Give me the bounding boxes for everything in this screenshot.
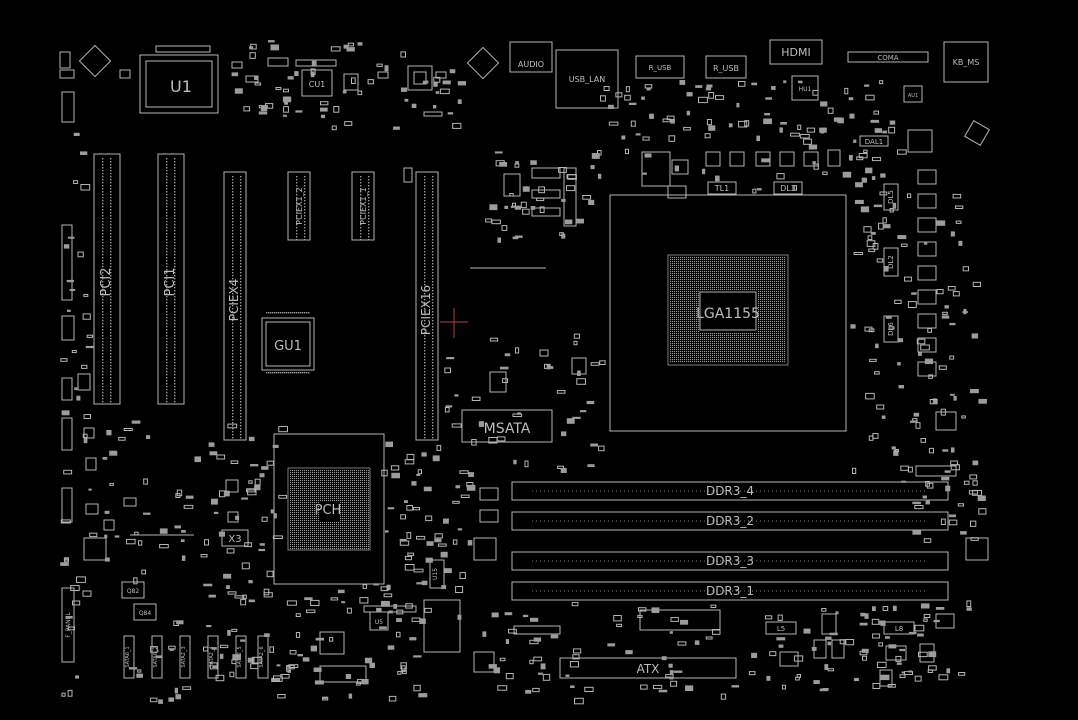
- label-u5: U5: [375, 619, 383, 626]
- chip-q84[interactable]: Q84: [133, 603, 157, 621]
- chip-u1[interactable]: U1: [139, 54, 219, 114]
- label-r-usb-1: R_USB: [649, 64, 672, 72]
- left-edge-parts: F_PANEL Q82 Q84 X3: [61, 91, 249, 663]
- slot-pci2[interactable]: PCI2: [93, 153, 121, 405]
- label-sata-3: SATA2_3: [181, 646, 187, 667]
- chip-cu1[interactable]: CU1: [301, 69, 333, 97]
- cpu-pin-field: [667, 254, 789, 366]
- label-x3: X3: [228, 534, 241, 545]
- slot-pciex16[interactable]: PCIEX16: [415, 171, 439, 441]
- label-dal1: DAL1: [865, 138, 883, 146]
- label-dl5: DL5: [887, 190, 895, 204]
- chipset-pch[interactable]: PCH: [273, 433, 385, 585]
- label-pciex1-2: PCIEX1_2: [295, 187, 304, 224]
- pch-ball-field: [287, 467, 371, 551]
- label-hdmi: HDMI: [781, 46, 810, 59]
- label-group-dl2: DL2: [883, 247, 899, 277]
- label-dl3: DL3: [780, 184, 796, 193]
- label-pciex16: PCIEX16: [419, 285, 433, 335]
- chip-u15[interactable]: U15: [429, 559, 445, 589]
- crosshair-cursor: [440, 308, 468, 338]
- label-kb-ms: KB_MS: [953, 58, 980, 67]
- chip-au1[interactable]: AU1: [903, 85, 923, 103]
- label-pci1: PCI1: [163, 267, 178, 296]
- label-usb-lan: USB_LAN: [569, 75, 606, 84]
- rear-io-area: U1 CU1 AUDIO USB_LAN R_: [59, 39, 990, 153]
- label-atx: ATX: [637, 662, 660, 676]
- label-pciex1-1: PCIEX1_1: [359, 187, 368, 224]
- label-msata: MSATA: [484, 421, 531, 437]
- slot-msata[interactable]: MSATA: [461, 409, 553, 443]
- label-l8: L8: [895, 625, 903, 633]
- label-ddr3-4: DDR3_4: [706, 484, 754, 498]
- expansion-slots: PCI2 PCI1 PCIEX4 PCIEX1_2 PCIEX1_1 PCIEX…: [93, 153, 439, 441]
- label-hu1: HU1: [799, 86, 812, 93]
- center-parts: MSATA: [461, 167, 587, 443]
- header-f-panel[interactable]: F_PANEL: [61, 587, 75, 663]
- slot-pci1[interactable]: PCI1: [157, 153, 185, 405]
- smd-components: [60, 40, 987, 705]
- label-ddr3-1: DDR3_1: [706, 584, 754, 598]
- slot-pciex1-1[interactable]: PCIEX1_1: [351, 171, 375, 241]
- label-cu1: CU1: [309, 80, 326, 89]
- slot-ddr3-3[interactable]: DDR3_3: [511, 551, 949, 571]
- chip-hu1[interactable]: HU1: [791, 75, 819, 101]
- label-coma: COMA: [877, 54, 898, 62]
- label-group-tl1: TL1: [707, 181, 737, 195]
- label-tl1: TL1: [714, 184, 729, 193]
- label-cpu-socket: LGA1155: [696, 306, 760, 322]
- port-sata6-1[interactable]: SATA6_1: [123, 635, 135, 679]
- sata-ports: SATA6_1 SATA6_2 SATA2_3 SATA2_4 SATA2_5 …: [123, 635, 269, 679]
- label-sata-1: SATA6_1: [125, 646, 131, 667]
- slot-pciex4[interactable]: PCIEX4: [223, 171, 247, 441]
- label-group-dal1: DAL1: [859, 135, 889, 147]
- label-ddr3-2: DDR3_2: [706, 514, 754, 528]
- label-au1: AU1: [908, 93, 918, 99]
- slot-ddr3-1[interactable]: DDR3_1: [511, 581, 949, 601]
- port-sata2-3[interactable]: SATA2_3: [179, 635, 191, 679]
- label-pci2: PCI2: [99, 267, 114, 296]
- connector-r-usb-2[interactable]: R_USB: [705, 55, 747, 79]
- bottom-parts: SATA6_1 SATA6_2 SATA2_3 SATA2_4 SATA2_5 …: [123, 559, 955, 687]
- label-pciex4: PCIEX4: [227, 279, 241, 322]
- connector-r-usb-1[interactable]: R_USB: [635, 55, 685, 79]
- connector-hdmi[interactable]: HDMI: [769, 39, 823, 65]
- chip-gu1[interactable]: GU1: [261, 317, 315, 371]
- chip-q82[interactable]: Q82: [121, 581, 145, 599]
- slot-ddr3-2[interactable]: DDR3_2: [511, 511, 949, 531]
- label-q84: Q84: [139, 610, 152, 617]
- label-q82: Q82: [127, 588, 140, 595]
- connector-usb-lan[interactable]: USB_LAN: [555, 49, 619, 109]
- label-l5: L5: [777, 625, 785, 633]
- port-sata2-4[interactable]: SATA2_4: [207, 635, 219, 679]
- connector-audio[interactable]: AUDIO: [509, 41, 553, 73]
- inductor-l5[interactable]: L5: [765, 621, 797, 635]
- label-u1: U1: [170, 77, 192, 96]
- label-gu1: GU1: [274, 339, 302, 354]
- slot-pciex1-2[interactable]: PCIEX1_2: [287, 171, 311, 241]
- memory-slots: DDR3_4 DDR3_2 DDR3_3 DDR3_1: [473, 481, 989, 601]
- slot-ddr3-4[interactable]: DDR3_4: [511, 481, 949, 501]
- inductor-l8[interactable]: L8: [883, 621, 915, 635]
- label-audio: AUDIO: [518, 60, 544, 69]
- crystal-x3[interactable]: X3: [221, 529, 249, 547]
- label-sata-6: SATA2_6: [259, 646, 265, 667]
- connector-kb-ms[interactable]: KB_MS: [943, 41, 989, 83]
- cpu-socket[interactable]: LGA1155: [609, 194, 847, 432]
- label-dl2: DL2: [887, 255, 895, 269]
- label-pch: PCH: [315, 503, 342, 518]
- label-ddr3-3: DDR3_3: [706, 554, 754, 568]
- label-f-panel: F_PANEL: [65, 612, 72, 638]
- label-sata-4: SATA2_4: [209, 646, 215, 667]
- label-group-dl3: DL3: [773, 181, 803, 195]
- label-u15: U15: [432, 568, 439, 580]
- label-r-usb-2: R_USB: [713, 64, 739, 73]
- connector-coma[interactable]: COMA: [847, 51, 929, 63]
- connector-atx[interactable]: ATX: [559, 657, 737, 679]
- label-group-dl5: DL5: [883, 183, 899, 211]
